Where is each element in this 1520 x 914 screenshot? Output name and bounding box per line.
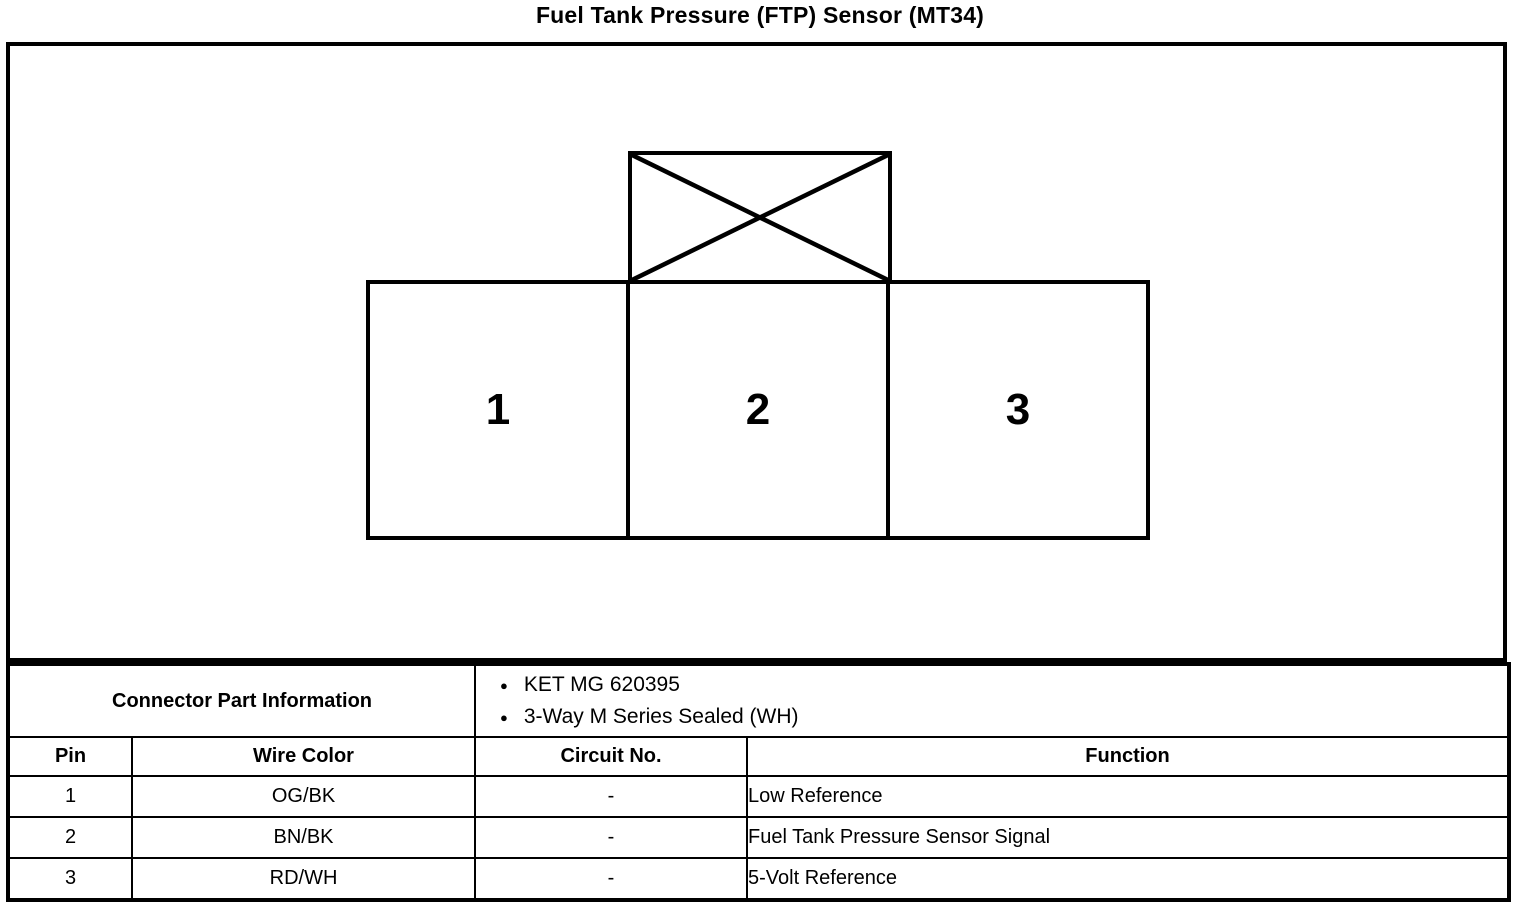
connector-info-table: Connector Part Information ● KET MG 6203… xyxy=(6,662,1512,902)
table-row: 1 OG/BK - Low Reference xyxy=(7,775,1511,818)
column-header-wire-color: Wire Color xyxy=(130,736,477,777)
pin-cavity-2-label: 2 xyxy=(745,385,771,434)
connector-part-info-values: ● KET MG 620395 ● 3-Way M Series Sealed … xyxy=(474,663,1511,738)
pin-cavity-row: 1 2 3 xyxy=(366,280,1150,540)
table-header-row: Pin Wire Color Circuit No. Function xyxy=(7,736,1511,777)
column-header-circuit-no: Circuit No. xyxy=(474,736,749,777)
column-header-pin: Pin xyxy=(7,736,133,777)
page-title: Fuel Tank Pressure (FTP) Sensor (MT34) xyxy=(535,2,985,28)
circuit-no-cell: - xyxy=(474,775,749,818)
function-cell: Low Reference xyxy=(746,775,1511,818)
pin-cell: 2 xyxy=(7,816,133,859)
wire-color-cell: RD/WH xyxy=(130,857,477,901)
pin-cell: 1 xyxy=(7,775,133,818)
function-cell: Fuel Tank Pressure Sensor Signal xyxy=(746,816,1511,859)
part-info-bullet-text: KET MG 620395 xyxy=(523,673,680,696)
pin-cavity-2: 2 xyxy=(626,284,886,536)
bullet-icon: ● xyxy=(500,677,508,693)
pin-cell: 3 xyxy=(7,857,133,901)
connector-keyway-box xyxy=(628,151,892,284)
part-info-bullet-text: 3-Way M Series Sealed (WH) xyxy=(523,705,799,728)
part-info-bullet-item: ● 3-Way M Series Sealed (WH) xyxy=(477,701,1507,733)
table-row: 3 RD/WH - 5-Volt Reference xyxy=(7,857,1511,901)
wire-color-cell: BN/BK xyxy=(130,816,477,859)
circuit-no-cell: - xyxy=(474,816,749,859)
bullet-icon: ● xyxy=(500,709,508,725)
part-info-bullet-item: ● KET MG 620395 xyxy=(477,669,1507,701)
pin-cavity-3: 3 xyxy=(886,284,1146,536)
column-header-function: Function xyxy=(746,736,1511,777)
circuit-no-cell: - xyxy=(474,857,749,901)
x-cross-icon xyxy=(632,155,888,280)
table-row: 2 BN/BK - Fuel Tank Pressure Sensor Sign… xyxy=(7,816,1511,859)
pin-cavity-1: 1 xyxy=(370,284,626,536)
wire-color-cell: OG/BK xyxy=(130,775,477,818)
function-cell: 5-Volt Reference xyxy=(746,857,1511,901)
connector-part-info-row: Connector Part Information ● KET MG 6203… xyxy=(6,663,1511,738)
pin-cavity-1-label: 1 xyxy=(485,385,511,434)
connector-diagram-frame: 1 2 3 xyxy=(6,42,1507,662)
connector-part-info-label: Connector Part Information xyxy=(6,663,477,738)
connector-info-table-wrap: Connector Part Information ● KET MG 6203… xyxy=(6,662,1512,902)
pin-cavity-3-label: 3 xyxy=(1005,385,1031,434)
